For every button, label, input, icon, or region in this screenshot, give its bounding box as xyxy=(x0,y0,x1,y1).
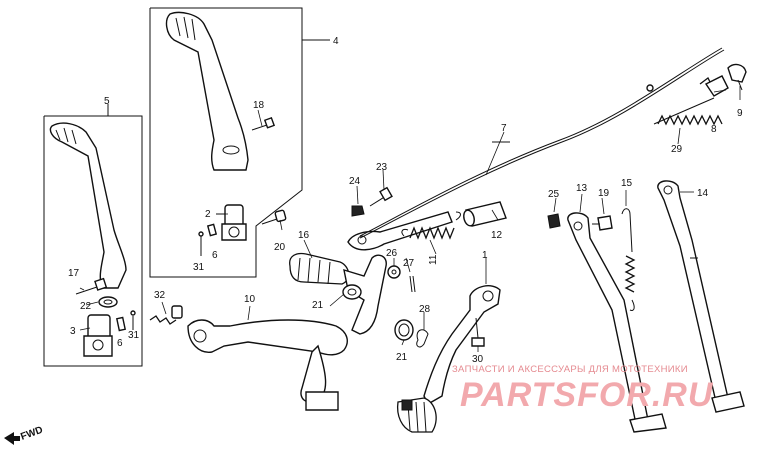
kick-shaft-3 xyxy=(83,314,113,357)
collar-21-upper xyxy=(341,283,363,301)
callout-19: 19 xyxy=(598,188,610,199)
watermark: ЗАПЧАСТИ И АКСЕССУАРЫ ДЛЯ МОТОТЕХНИКИ PA… xyxy=(452,364,714,414)
spring-11 xyxy=(401,211,461,240)
clip-28 xyxy=(416,329,429,348)
kick-starter-arm-5 xyxy=(49,122,127,289)
callout-3: 3 xyxy=(70,326,76,337)
collar-12 xyxy=(463,201,507,227)
kick-shaft-2 xyxy=(216,204,247,241)
bolt-17 xyxy=(75,277,108,295)
pin-31-lower xyxy=(130,310,136,330)
bolt-19 xyxy=(592,215,613,231)
callout-31-upper: 31 xyxy=(193,262,205,273)
fwd-marker: FWD xyxy=(4,425,44,445)
brake-cable-7 xyxy=(359,47,725,239)
callout-16: 16 xyxy=(298,230,310,241)
washer-26 xyxy=(387,265,401,279)
side-stand-13 xyxy=(567,212,667,433)
callout-4: 4 xyxy=(333,36,339,47)
callout-12: 12 xyxy=(491,230,503,241)
bolt-6-upper xyxy=(206,223,218,237)
brake-pedal-16 xyxy=(289,252,387,335)
callout-21-upper: 21 xyxy=(312,300,324,311)
spring-15 xyxy=(621,208,636,311)
watermark-tagline: ЗАПЧАСТИ И АКСЕССУАРЫ ДЛЯ МОТОТЕХНИКИ xyxy=(452,364,688,375)
pin-31-upper xyxy=(198,231,204,256)
callout-10: 10 xyxy=(244,294,256,305)
callout-22: 22 xyxy=(80,301,92,312)
bolt-18 xyxy=(251,116,276,131)
callout-11: 11 xyxy=(428,254,439,265)
main-stand-14 xyxy=(657,180,745,413)
callout-7: 7 xyxy=(501,123,507,134)
cotter-pin-27 xyxy=(409,275,416,293)
nut-25 xyxy=(547,213,561,229)
callout-17: 17 xyxy=(68,268,80,279)
callout-27: 27 xyxy=(403,258,415,269)
joint-9 xyxy=(727,63,747,91)
leader-lines xyxy=(79,39,741,352)
nut-24 xyxy=(351,205,365,217)
callout-14: 14 xyxy=(697,188,709,199)
bolt-32 xyxy=(149,305,183,325)
callout-20: 20 xyxy=(274,242,286,253)
callout-6-lower: 6 xyxy=(117,338,123,349)
bolt-30 xyxy=(471,317,485,347)
callout-28: 28 xyxy=(419,304,431,315)
callout-30: 30 xyxy=(472,354,484,365)
kick-starter-arm-4 xyxy=(165,11,249,171)
bolt-6-lower xyxy=(115,316,127,332)
bolt-20 xyxy=(261,209,287,225)
callout-13: 13 xyxy=(576,183,588,194)
callout-6-upper: 6 xyxy=(212,250,218,261)
callout-15: 15 xyxy=(621,178,633,189)
callout-18: 18 xyxy=(253,100,265,111)
brake-rod-arm xyxy=(347,211,453,251)
bolt-23 xyxy=(369,186,393,207)
watermark-brand: PARTSFOR.RU xyxy=(460,376,714,414)
callout-8: 8 xyxy=(711,124,717,135)
callout-23: 23 xyxy=(376,162,388,173)
callout-25: 25 xyxy=(548,189,560,200)
callout-1: 1 xyxy=(482,250,488,261)
callout-24: 24 xyxy=(349,176,361,187)
callout-26: 26 xyxy=(386,248,398,259)
callout-29: 29 xyxy=(671,144,683,155)
change-pedal-1 xyxy=(396,285,501,433)
collar-21-lower xyxy=(394,319,414,341)
fwd-label: FWD xyxy=(19,425,44,443)
gear-shift-pedal-10 xyxy=(187,319,348,411)
adjusting-nut-8 xyxy=(699,75,729,97)
callout-5: 5 xyxy=(104,96,110,107)
spring-29 xyxy=(653,97,723,126)
callout-9: 9 xyxy=(737,108,743,119)
callout-numbers: 4 5 7 18 2 6 31 20 16 17 22 3 6 31 32 10… xyxy=(68,36,743,365)
callout-32: 32 xyxy=(154,290,166,301)
callout-21-lower: 21 xyxy=(396,352,408,363)
callout-31-lower: 31 xyxy=(128,330,140,341)
fwd-arrow-icon xyxy=(4,432,20,445)
washer-22 xyxy=(98,296,118,308)
callout-2: 2 xyxy=(205,209,211,220)
